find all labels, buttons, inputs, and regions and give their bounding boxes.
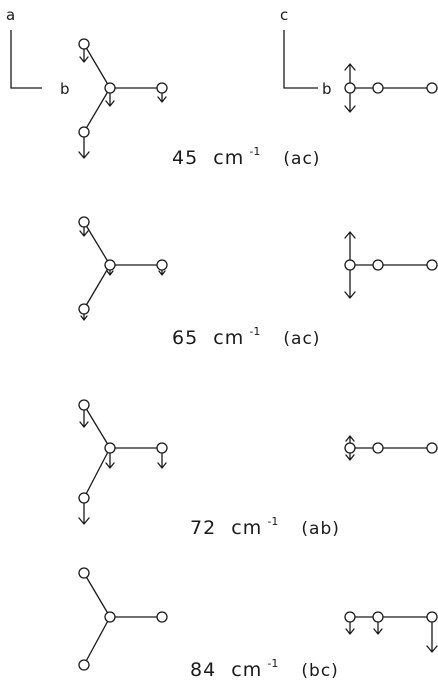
mode-45-left-molecule xyxy=(78,38,168,159)
axis-corner-right xyxy=(283,30,318,89)
mode-45-exponent: -1 xyxy=(249,145,260,158)
mode-45-unit: cm xyxy=(213,147,244,169)
mode-65-exponent: -1 xyxy=(249,325,260,338)
mode-65-right-molecule xyxy=(344,231,438,299)
mode-84-unit: cm xyxy=(231,659,262,681)
mode-72-label: 72 cm -1 (ab) xyxy=(190,510,340,539)
mode-84-left-molecule xyxy=(78,567,168,671)
axes-right: c b xyxy=(280,6,332,98)
mode-65-polarization: (ac) xyxy=(283,329,320,349)
mode-72-freq: 72 xyxy=(190,517,216,539)
mode-72-left-molecule xyxy=(78,399,168,525)
mode-84-exponent: -1 xyxy=(267,657,278,670)
mode-72-exponent: -1 xyxy=(267,515,278,528)
mode-72-right-molecule xyxy=(344,435,438,461)
mode-84-right-molecule xyxy=(344,611,438,653)
axis-label-c: c xyxy=(280,6,288,24)
axis-corner-left xyxy=(10,30,42,89)
mode-84-freq: 84 xyxy=(190,659,216,681)
mode-84-label: 84 cm -1 (bc) xyxy=(190,652,339,681)
axis-label-b-left: b xyxy=(60,80,70,98)
mode-84-polarization: (bc) xyxy=(301,661,338,681)
mode-72-unit: cm xyxy=(231,517,262,539)
mode-72-polarization: (ab) xyxy=(301,519,339,539)
mode-45-label: 45 cm -1 (ac) xyxy=(172,140,320,169)
mode-65-label: 65 cm -1 (ac) xyxy=(172,320,320,349)
mode-45-freq: 45 xyxy=(172,147,198,169)
mode-65-unit: cm xyxy=(213,327,244,349)
mode-65-left-molecule xyxy=(78,216,168,321)
axis-label-b-right: b xyxy=(322,80,332,98)
axis-label-a: a xyxy=(6,6,15,24)
mode-45-polarization: (ac) xyxy=(283,149,320,169)
mode-45-right-molecule xyxy=(344,63,438,113)
axes-left: a b xyxy=(6,6,70,98)
mode-65-freq: 65 xyxy=(172,327,198,349)
